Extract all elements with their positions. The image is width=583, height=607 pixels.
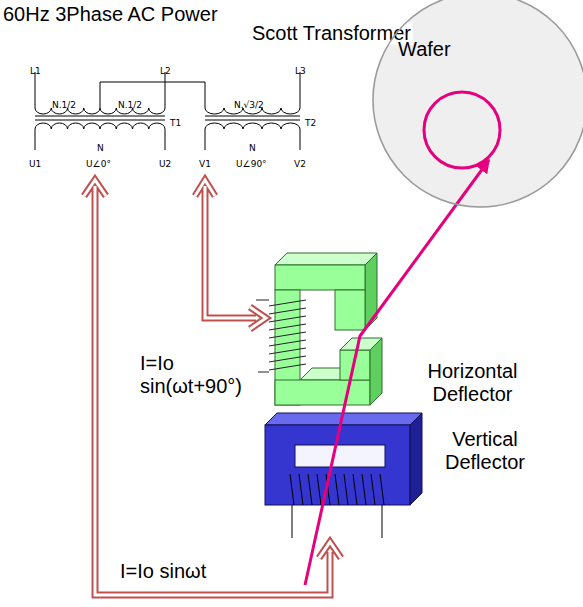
terminal-label: V1 bbox=[199, 159, 211, 169]
label-holder: N.1/2 bbox=[118, 94, 142, 112]
label-holder: N bbox=[97, 137, 104, 155]
label-holder: L3 bbox=[295, 60, 306, 78]
wafer-outline bbox=[373, 0, 583, 207]
secondary-wires bbox=[35, 129, 300, 150]
label-holder: Vertical Deflector bbox=[435, 428, 535, 474]
label-holder: I=Io sin(ωt+90°) bbox=[140, 352, 262, 398]
core-arm bbox=[275, 265, 365, 290]
wafer: Wafer bbox=[372, 0, 583, 208]
core-face bbox=[365, 253, 377, 330]
terminal-label: L3 bbox=[295, 66, 306, 76]
current-formula: I=Io sinωt bbox=[120, 560, 206, 583]
voltage-label: U∠0° bbox=[86, 159, 111, 169]
winding-label: N bbox=[249, 143, 256, 153]
deflector-coil bbox=[256, 300, 306, 372]
title-holder: 60Hz 3Phase AC Power bbox=[3, 3, 218, 26]
part-label: Horizontal Deflector bbox=[415, 360, 530, 406]
label-holder: I=Io sinωt bbox=[120, 560, 206, 583]
circle-outline bbox=[372, 0, 583, 208]
winding-label: N.√3/2 bbox=[234, 100, 264, 110]
current-arrow-inner bbox=[84, 180, 341, 595]
part-label: Vertical Deflector bbox=[435, 428, 535, 474]
label-holder: V2 bbox=[294, 153, 306, 171]
label-holder: Scott Transformer bbox=[250, 22, 413, 45]
winding-label: N.1/2 bbox=[118, 100, 142, 110]
terminal-label: U2 bbox=[159, 159, 171, 169]
part-label: Scott Transformer bbox=[250, 22, 413, 45]
label-holder: U∠0° bbox=[86, 153, 111, 171]
title: 60Hz 3Phase AC Power bbox=[3, 3, 218, 26]
voltage-label: U∠90° bbox=[236, 159, 267, 169]
label-holder: T1 bbox=[170, 112, 181, 130]
label-holder: N.1/2 bbox=[52, 94, 76, 112]
transformer-core bbox=[35, 116, 300, 120]
label-holder: Horizontal Deflector bbox=[415, 360, 530, 406]
current-arrow bbox=[84, 180, 341, 595]
terminal-label: L1 bbox=[30, 66, 41, 76]
pole-piece bbox=[335, 290, 365, 330]
winding-label: N bbox=[97, 143, 104, 153]
winding-label: N.1/2 bbox=[52, 100, 76, 110]
core-face bbox=[370, 338, 382, 405]
core-arm bbox=[275, 380, 370, 405]
label-holder: U2 bbox=[159, 153, 171, 171]
label-holder: N.√3/2 bbox=[234, 94, 264, 112]
transformer-label: T2 bbox=[305, 118, 316, 128]
label-holder: N bbox=[249, 137, 256, 155]
deflector-coil bbox=[290, 474, 384, 538]
current-formula: I=Io sin(ωt+90°) bbox=[140, 352, 262, 398]
terminal-label: U1 bbox=[29, 159, 41, 169]
t2-secondary-coil bbox=[205, 123, 300, 129]
label-holder: U∠90° bbox=[236, 153, 267, 171]
t1-secondary-coil bbox=[35, 123, 165, 129]
node-label: Wafer bbox=[398, 38, 451, 61]
core-face bbox=[410, 413, 422, 505]
transformer-label: T1 bbox=[170, 118, 181, 128]
label-holder: L1 bbox=[30, 60, 41, 78]
terminal-label: V2 bbox=[294, 159, 306, 169]
label-holder: L2 bbox=[160, 60, 171, 78]
label-holder: U1 bbox=[29, 153, 41, 171]
terminal-label: L2 bbox=[160, 66, 171, 76]
core-face bbox=[275, 253, 377, 265]
label-holder: T2 bbox=[305, 112, 316, 130]
beam-slot bbox=[295, 445, 385, 467]
label-holder: V1 bbox=[199, 153, 211, 171]
scan-circle bbox=[424, 92, 500, 168]
